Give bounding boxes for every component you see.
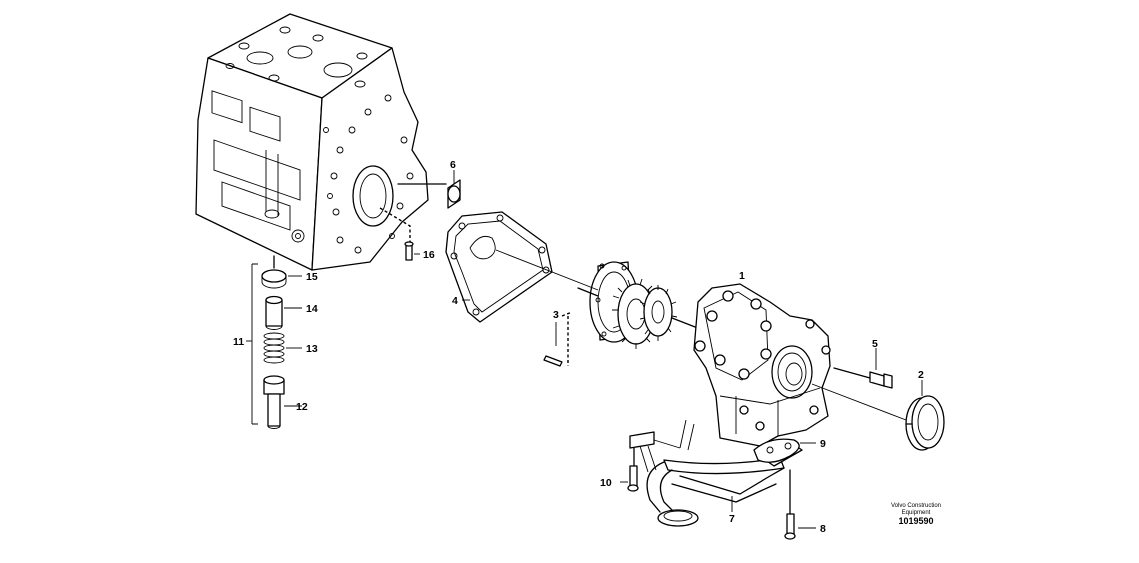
part-14-sleeve [265, 295, 302, 330]
gear-inner [639, 285, 678, 341]
callout-10: 10 [600, 477, 612, 489]
callout-4: 4 [452, 295, 458, 307]
drawing-footer: Volvo Construction Equipment 1019590 [891, 503, 941, 526]
assembly-axis [495, 249, 599, 291]
part-7-suction-pipe [629, 419, 803, 527]
part-1-oil-pump [693, 283, 907, 463]
engine-block [195, 13, 429, 271]
part-8-bolt [784, 469, 816, 540]
part-10-bolt [620, 447, 639, 492]
callout-7: 7 [729, 513, 735, 525]
callout-6: 6 [450, 159, 456, 171]
callout-5: 5 [872, 338, 878, 350]
callout-2: 2 [918, 369, 924, 381]
part-13-spring [263, 332, 302, 364]
callout-9: 9 [820, 438, 826, 450]
part-3-dowels [543, 311, 573, 367]
callout-15: 15 [306, 271, 318, 283]
part-4-gasket [445, 211, 553, 323]
callout-11: 11 [233, 336, 244, 348]
part-5-bolt [833, 348, 893, 389]
gear-assembly [577, 261, 709, 349]
callout-1: 1 [739, 270, 745, 282]
callout-14: 14 [306, 303, 318, 315]
part-16-bolt [404, 241, 420, 261]
callout-8: 8 [820, 523, 826, 535]
callout-3: 3 [553, 309, 559, 321]
drawing-number: 1019590 [898, 516, 933, 526]
part-2-seal [905, 380, 945, 451]
part-15-washer [261, 269, 302, 289]
part-9-gasket [753, 438, 816, 463]
company-name-line1: Volvo Construction [891, 503, 941, 509]
company-name-line2: Equipment [902, 510, 931, 516]
callout-16: 16 [423, 249, 435, 261]
part-12-plunger [263, 375, 302, 429]
callout-labels: 1 2 3 4 5 6 7 8 9 10 11 12 13 14 15 16 [233, 159, 924, 535]
valve-assembly-11 [246, 255, 302, 429]
callout-13: 13 [306, 343, 318, 355]
gear-outer [612, 278, 660, 349]
part-6-sleeve [397, 170, 461, 209]
callout-12: 12 [296, 401, 308, 413]
